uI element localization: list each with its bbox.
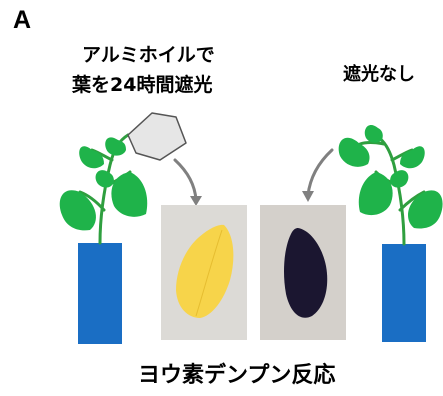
- treated-plant-leaf: [111, 172, 148, 217]
- treated-plant-leaf: [105, 137, 126, 156]
- control-leaf-photo: [260, 205, 346, 340]
- panel-label: A: [13, 6, 32, 34]
- foil-wrapped-leaf: [127, 112, 187, 161]
- stained-leaf-starch: [284, 228, 328, 318]
- treatment-label-line2: 葉を24時間遮光: [72, 74, 213, 96]
- control-plant-leaf: [390, 170, 409, 188]
- arrow-to-treated-result: [173, 158, 202, 206]
- control-plant-leaf: [364, 125, 383, 143]
- stained-leaf-no-starch: [176, 224, 234, 318]
- arrow-to-control-result: [302, 148, 334, 202]
- control-plant-leaf: [408, 190, 443, 229]
- control-plant-leaf: [358, 172, 393, 216]
- control-plant-leaf: [338, 137, 370, 167]
- treatment-label-line1: アルミホイルで: [82, 44, 215, 66]
- treated-plant-leaf: [59, 190, 96, 231]
- treated-plant-stem: [78, 133, 132, 245]
- treated-plant: [59, 112, 187, 344]
- treated-plant-leaf: [95, 170, 114, 188]
- control-plant-leaf: [400, 146, 425, 169]
- control-label: 遮光なし: [343, 64, 415, 85]
- treated-plant-leaf: [79, 146, 104, 169]
- treated-leaf-photo: [161, 205, 247, 340]
- treated-plant-pot: [78, 243, 122, 344]
- control-plant: [338, 125, 443, 342]
- result-label: ヨウ素デンプン反応: [138, 363, 336, 388]
- control-plant-pot: [382, 244, 426, 342]
